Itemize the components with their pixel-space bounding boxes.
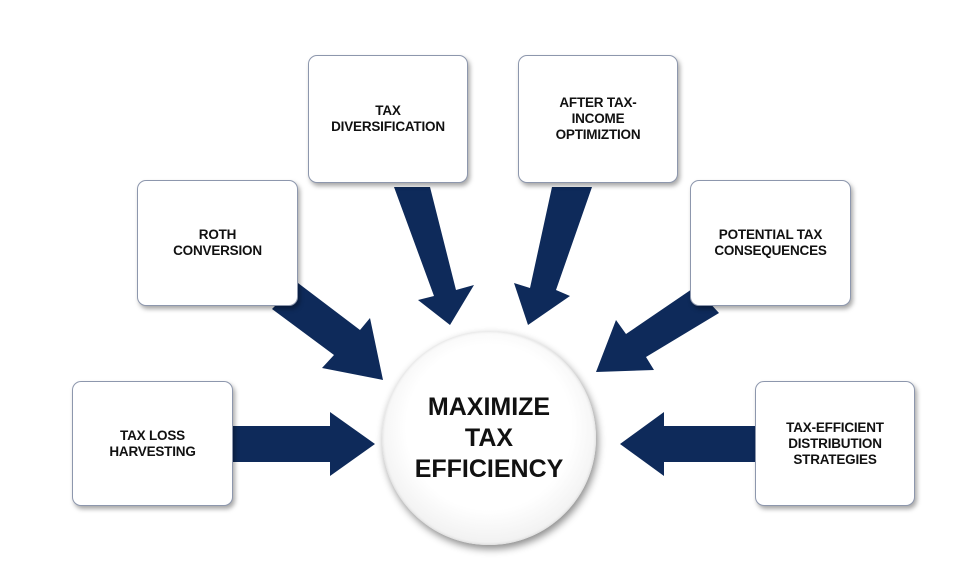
arrow-potential-tax-consequences: [596, 287, 719, 372]
box-tax-loss-harvesting: TAX LOSS HARVESTING: [72, 381, 233, 506]
arrow-tax-loss-harvesting: [232, 412, 375, 476]
box-label: AFTER TAX- INCOME OPTIMIZTION: [555, 95, 641, 142]
arrow-after-tax-income: [514, 187, 592, 325]
box-potential-tax-consequences: POTENTIAL TAX CONSEQUENCES: [690, 180, 851, 306]
center-circle: MAXIMIZE TAX EFFICIENCY: [382, 331, 596, 545]
box-tax-efficient-distribution: TAX-EFFICIENT DISTRIBUTION STRATEGIES: [755, 381, 915, 506]
box-label: TAX LOSS HARVESTING: [109, 427, 196, 459]
box-label: TAX DIVERSIFICATION: [331, 103, 445, 134]
box-after-tax-income: AFTER TAX- INCOME OPTIMIZTION: [518, 55, 678, 183]
arrow-roth-conversion: [272, 283, 383, 380]
box-label: POTENTIAL TAX CONSEQUENCES: [714, 227, 827, 258]
arrow-tax-efficient-distribution: [620, 412, 756, 476]
box-label: ROTH CONVERSION: [173, 227, 262, 258]
box-roth-conversion: ROTH CONVERSION: [137, 180, 298, 306]
box-label: TAX-EFFICIENT DISTRIBUTION STRATEGIES: [786, 419, 884, 467]
box-tax-diversification: TAX DIVERSIFICATION: [308, 55, 468, 183]
arrow-tax-diversification: [394, 187, 474, 325]
center-label: MAXIMIZE TAX EFFICIENCY: [414, 392, 564, 483]
